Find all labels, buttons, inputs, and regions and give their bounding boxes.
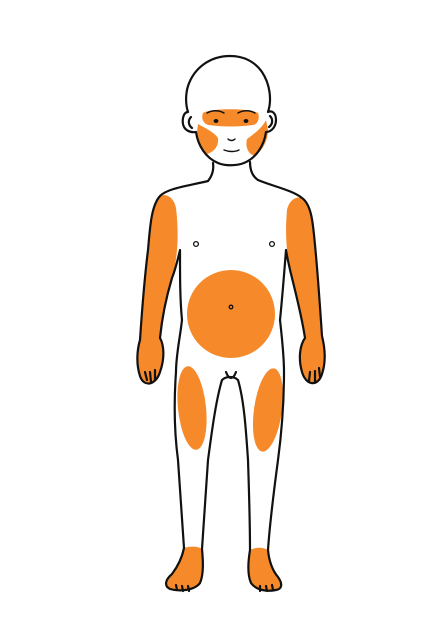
groin-detail bbox=[226, 372, 236, 378]
nose bbox=[228, 139, 235, 141]
right-eye bbox=[214, 119, 219, 123]
highlight-right-thigh bbox=[174, 365, 211, 451]
highlight-right-foot bbox=[166, 547, 203, 591]
highlight-layer bbox=[137, 109, 324, 590]
neck-left bbox=[208, 163, 213, 181]
left-nipple bbox=[270, 242, 275, 247]
right-ear-detail bbox=[189, 117, 192, 128]
right-nipple bbox=[194, 242, 199, 247]
neck-right bbox=[250, 162, 258, 180]
highlight-abdomen bbox=[187, 270, 275, 358]
highlight-left-cheek bbox=[197, 124, 218, 154]
left-ear-detail bbox=[269, 116, 272, 127]
left-eye bbox=[244, 119, 249, 123]
mouth bbox=[224, 150, 239, 152]
